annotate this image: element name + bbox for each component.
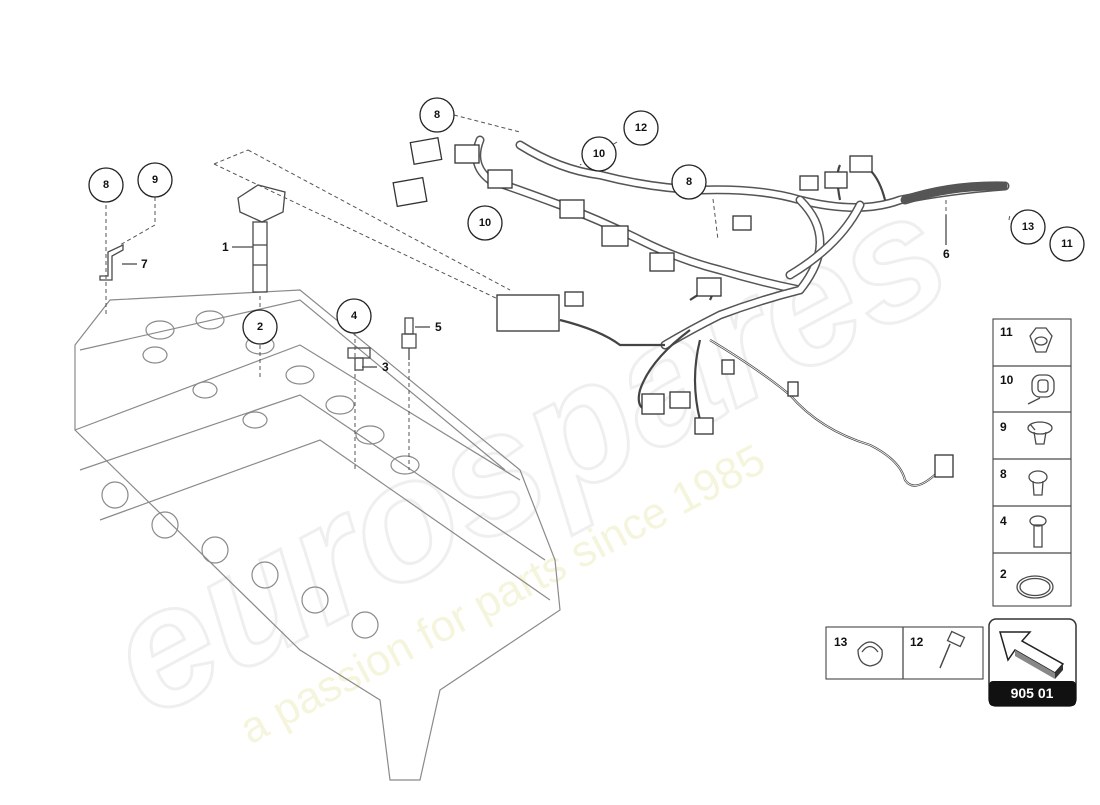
legend-item: 2 <box>1000 567 1054 599</box>
fastener-legend-bottom: 13 12 <box>825 626 984 680</box>
page-reference: 905 01 <box>988 618 1077 707</box>
callout-label: 4 <box>351 310 358 322</box>
callout-label: 11 <box>1061 238 1073 250</box>
legend-item: 13 <box>834 635 883 667</box>
cylinder-head-illustration <box>74 289 561 781</box>
legend-label: 9 <box>1000 420 1007 434</box>
reference-number: 5 <box>435 320 442 334</box>
callout-bubbles: 8 9 2 4 8 10 12 10 <box>88 97 1085 345</box>
callout-label: 10 <box>479 217 491 229</box>
callout-bubble: 8 <box>671 164 707 200</box>
ignition-coil <box>237 184 286 293</box>
legend-label: 13 <box>834 635 848 649</box>
callout-bubble: 2 <box>242 309 278 345</box>
callout-bubble: 12 <box>623 110 659 146</box>
callout-label: 8 <box>434 109 440 121</box>
callout-bubble: 13 <box>1010 209 1046 245</box>
hex-bolt-icon <box>939 630 966 669</box>
reference-numbers: 1 3 5 6 7 <box>122 215 950 374</box>
reference-number: 3 <box>382 360 389 374</box>
legend-label: 8 <box>1000 467 1007 481</box>
callout-label: 13 <box>1022 221 1034 233</box>
legend-label: 11 <box>1000 325 1013 339</box>
legend-item: 10 <box>1000 373 1055 405</box>
exhaust-ports <box>101 481 379 639</box>
callout-bubble: 4 <box>336 298 372 334</box>
cam-cover-bosses <box>142 310 420 475</box>
expanding-rivet-icon <box>1028 470 1048 496</box>
push-rivet-icon <box>1027 421 1053 445</box>
legend-label: 10 <box>1000 373 1014 387</box>
callout-bubble: 10 <box>467 205 503 241</box>
callout-label: 8 <box>103 179 109 191</box>
page-arrow-icon <box>999 631 1065 679</box>
flange-nut-icon <box>1029 327 1053 353</box>
grommet-clip-icon <box>1027 374 1055 405</box>
o-ring-icon <box>1016 575 1054 599</box>
legend-label: 4 <box>1000 514 1007 528</box>
callout-bubble: 9 <box>137 162 173 198</box>
bracket-part <box>99 243 124 281</box>
callout-label: 2 <box>257 321 263 333</box>
callout-bubble: 8 <box>88 167 124 203</box>
callout-bubble: 11 <box>1049 226 1085 262</box>
cable-clamp-icon <box>857 641 883 667</box>
callout-bubble: 10 <box>581 136 617 172</box>
legend-item: 11 <box>1000 325 1053 353</box>
page-reference-code: 905 01 <box>1011 685 1054 701</box>
bolt-icon <box>1029 515 1047 548</box>
spark-plug <box>401 317 417 360</box>
callout-bubble: 8 <box>419 97 455 133</box>
callout-label: 10 <box>593 148 605 160</box>
legend-item: 8 <box>1000 467 1048 496</box>
fastener-legend: 11 10 9 8 <box>992 318 1072 607</box>
reference-number: 6 <box>943 247 950 261</box>
reference-number: 7 <box>141 257 148 271</box>
legend-item: 12 <box>910 630 966 669</box>
legend-item: 9 <box>1000 420 1053 445</box>
callout-label: 12 <box>635 122 647 134</box>
callout-label: 8 <box>686 176 692 188</box>
legend-item: 4 <box>1000 514 1047 548</box>
callout-label: 9 <box>152 174 158 186</box>
harness-connectors <box>392 136 954 478</box>
harness-conduit <box>900 181 1008 205</box>
reference-number: 1 <box>222 240 229 254</box>
legend-label: 2 <box>1000 567 1007 581</box>
legend-label: 12 <box>910 635 924 649</box>
